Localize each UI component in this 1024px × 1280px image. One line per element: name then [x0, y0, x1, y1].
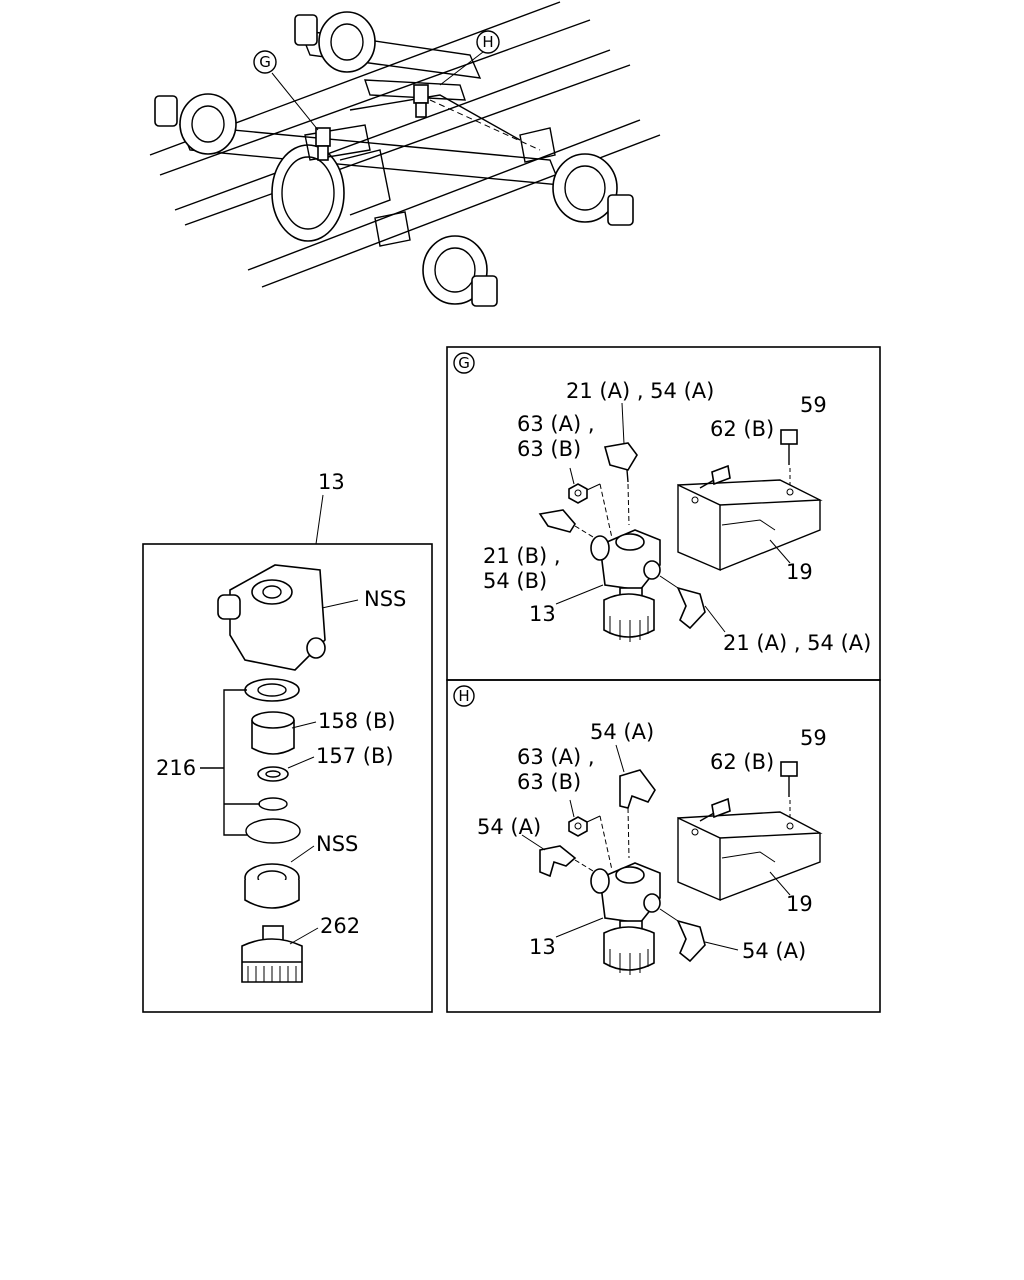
label-157b: 157 (B): [316, 744, 394, 768]
h-label-19: 19: [786, 892, 813, 916]
panel-h: H 19 62 (B) 59 54 (A) 63 (A) , 63 (B): [446, 679, 881, 1013]
h-label-54a-right: 54 (A): [742, 939, 806, 963]
label-262: 262: [320, 914, 360, 938]
panel-h-frame: [446, 679, 881, 1013]
h-valve-13: [590, 862, 661, 975]
g-label-62b: 62 (B): [710, 417, 774, 441]
g-label-59: 59: [800, 393, 827, 417]
h-label-54a-left: 54 (A): [477, 815, 541, 839]
valve-location-g: [304, 124, 371, 161]
kit-frame: [142, 543, 433, 1013]
seal-157b: [257, 766, 289, 782]
panel-g: G 19 62 (B) 59 21 (A) , 54 (A) 63 (A) , …: [446, 346, 881, 681]
o-ring-large: [245, 818, 301, 844]
g-label-63a: 63 (A) ,: [517, 412, 595, 436]
label-nss-top: NSS: [364, 587, 406, 611]
panel-h-letter: H: [458, 687, 469, 705]
panel-g-callout: [453, 352, 475, 374]
h-label-13: 13: [529, 935, 556, 959]
kit-panel: 13 NSS 158 (B) 157 (B): [142, 470, 433, 1013]
g-label-21a-54a-bottom: 21 (A) , 54 (A): [723, 631, 871, 655]
callout-g-overview: [253, 50, 277, 74]
kit-number-13: 13: [318, 470, 345, 494]
valve-body: [217, 564, 326, 671]
filter-262: [241, 925, 303, 983]
g-valve-13: [590, 529, 661, 642]
o-ring-small: [258, 797, 288, 811]
h-label-62b: 62 (B): [710, 750, 774, 774]
label-216: 216: [156, 756, 196, 780]
label-158b: 158 (B): [318, 709, 396, 733]
panel-g-letter: G: [458, 354, 470, 372]
callout-g-letter: G: [259, 53, 271, 71]
valve-cover: [244, 863, 300, 909]
g-label-13: 13: [529, 602, 556, 626]
h-label-59: 59: [800, 726, 827, 750]
g-label-21b: 21 (B) ,: [483, 544, 561, 568]
g-label-63b: 63 (B): [517, 437, 581, 461]
piston-158b: [244, 678, 300, 755]
g-label-21a-54a-top: 21 (A) , 54 (A): [566, 379, 714, 403]
label-nss-mid: NSS: [316, 832, 358, 856]
axle-assembly-overview: G H: [149, 1, 661, 307]
h-label-63b: 63 (B): [517, 770, 581, 794]
callout-h-overview: [476, 30, 500, 54]
h-label-54a-top: 54 (A): [590, 720, 654, 744]
panel-h-callout: [453, 685, 475, 707]
g-label-19: 19: [786, 560, 813, 584]
g-label-54b: 54 (B): [483, 569, 547, 593]
h-label-63a: 63 (A) ,: [517, 745, 595, 769]
callout-h-letter: H: [482, 33, 493, 51]
valve-location-h: [364, 79, 466, 118]
